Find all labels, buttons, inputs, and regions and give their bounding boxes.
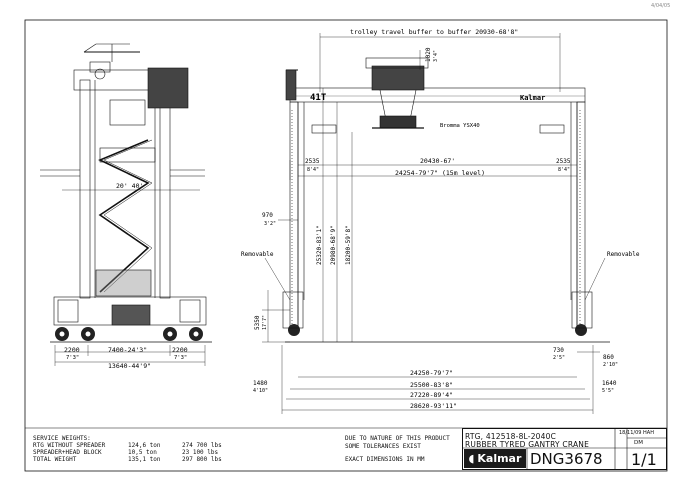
trolley-buffer-label: trolley travel buffer to buffer 20930-68… bbox=[350, 28, 518, 36]
capacity-label: 41T bbox=[310, 93, 327, 103]
width-label: 20' 40' bbox=[116, 182, 143, 190]
removable-left: Removable bbox=[241, 251, 274, 258]
dim-2535-left-mm: 2535 bbox=[305, 158, 320, 165]
dim-1640-ft: 5'5" bbox=[602, 388, 614, 394]
dim-right-ft: 7'3" bbox=[174, 355, 187, 361]
dim-left-ft: 7'3" bbox=[66, 355, 79, 361]
side-elevation-view bbox=[262, 33, 610, 414]
service-weights: SERVICE WEIGHTS: RTG WITHOUT SPREADER 12… bbox=[33, 435, 222, 463]
tolerance-note: DUE TO NATURE OF THIS PRODUCT SOME TOLER… bbox=[345, 435, 450, 463]
dim-5350-mm: 5350 bbox=[254, 315, 261, 330]
dim-27220: 27220-89'4" bbox=[410, 391, 453, 399]
dim-5350-ft: 17'7" bbox=[262, 315, 268, 330]
logo-k-icon: ◖ bbox=[468, 452, 475, 465]
dim-2535-right-mm: 2535 bbox=[556, 158, 571, 165]
kalmar-logo: ◖ Kalmar bbox=[464, 449, 526, 468]
height-top-ft: 3'4" bbox=[433, 50, 439, 62]
dim-25500: 25500-83'8" bbox=[410, 381, 453, 389]
weight-row: SPREADER+HEAD BLOCK 10,5 ton 23 100 lbs bbox=[33, 449, 219, 456]
weight-row: TOTAL WEIGHT 135,1 ton 297 800 lbs bbox=[33, 456, 222, 463]
drawing-title: RTG, 412518-8L-2040C bbox=[465, 432, 557, 441]
weight-row: RTG WITHOUT SPREADER 124,6 ton 274 700 l… bbox=[33, 442, 222, 449]
height-20980: 20980-68'9" bbox=[330, 225, 337, 265]
dim-860-mm: 860 bbox=[603, 354, 614, 361]
dim-2535-left-ft: 8'4" bbox=[307, 167, 319, 173]
dim-860-ft: 2'10" bbox=[603, 362, 618, 368]
drawing-frame bbox=[24, 19, 668, 472]
title-block-grid bbox=[462, 428, 667, 470]
girder-brand: Kalmar bbox=[520, 94, 545, 102]
drawing-date: 18/11/09 HAH bbox=[619, 430, 654, 436]
end-elevation-view bbox=[40, 43, 212, 366]
dim-right-mm: 2200 bbox=[172, 346, 188, 354]
height-top-mm: 1020 bbox=[425, 47, 432, 62]
spreader-label: Bromma YSX40 bbox=[440, 123, 480, 129]
dim-left-mm: 2200 bbox=[64, 346, 80, 354]
dim-24250: 24250-79'7" bbox=[410, 369, 453, 377]
dim-730-mm: 730 bbox=[553, 347, 564, 354]
drawing-subtitle: RUBBER TYRED GANTRY CRANE bbox=[465, 440, 590, 449]
dim-2535-right-ft: 8'4" bbox=[558, 167, 570, 173]
sheet-number: 1/1 bbox=[631, 450, 657, 469]
dim-1480-ft: 4'10" bbox=[253, 388, 268, 394]
dim-24254: 24254-79'7" (15m level) bbox=[395, 169, 485, 177]
dim-970-mm: 970 bbox=[262, 212, 273, 219]
dim-1640-mm: 1640 bbox=[602, 380, 617, 387]
dim-730-ft: 2'5" bbox=[553, 355, 565, 361]
corner-note: 4/04/05 bbox=[651, 3, 671, 9]
dim-28620: 28620-93'11" bbox=[410, 402, 457, 410]
removable-right: Removable bbox=[607, 251, 640, 258]
dim-total: 13640-44'9" bbox=[108, 362, 151, 370]
dim-1480-mm: 1480 bbox=[253, 380, 268, 387]
dim-970-ft: 3'2" bbox=[264, 221, 276, 227]
service-weights-heading: SERVICE WEIGHTS: bbox=[33, 435, 91, 442]
dim-20430: 20430-67' bbox=[420, 157, 455, 165]
height-18200: 18200-59'8" bbox=[345, 225, 352, 265]
height-25320: 25320-83'1" bbox=[316, 225, 323, 265]
title-block bbox=[462, 428, 667, 470]
dim-center: 7400-24'3" bbox=[108, 346, 147, 354]
drawing-number: DNG3678 bbox=[530, 450, 603, 468]
drawn-by: DM bbox=[634, 440, 643, 446]
wheel-set-left bbox=[55, 327, 203, 341]
